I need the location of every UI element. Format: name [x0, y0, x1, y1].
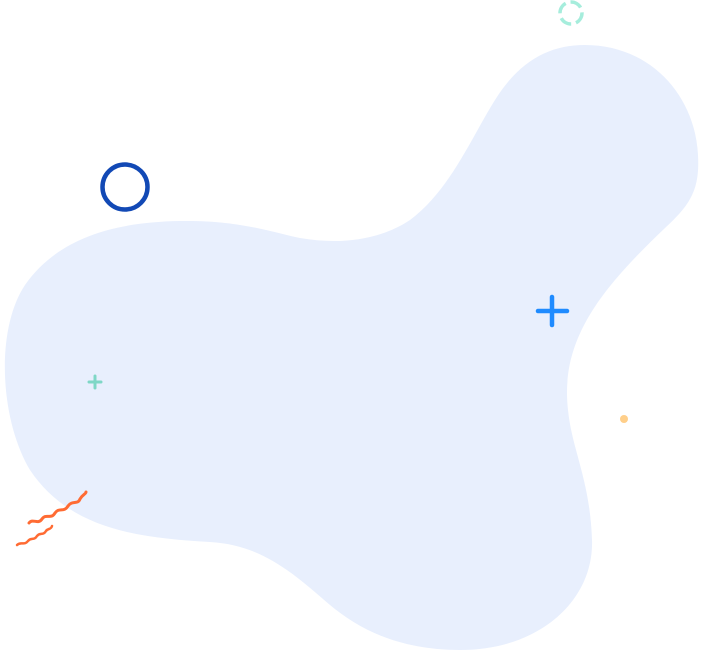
circle-ring-icon: [100, 162, 150, 212]
plus-icon: [87, 374, 103, 390]
squiggle-line-icon: [27, 490, 88, 525]
dashed-circle-icon: [558, 0, 584, 26]
squiggle-line-icon: [15, 524, 54, 547]
plus-icon: [535, 294, 570, 328]
dot-icon: [620, 415, 628, 423]
background-blob: [4, 45, 699, 650]
